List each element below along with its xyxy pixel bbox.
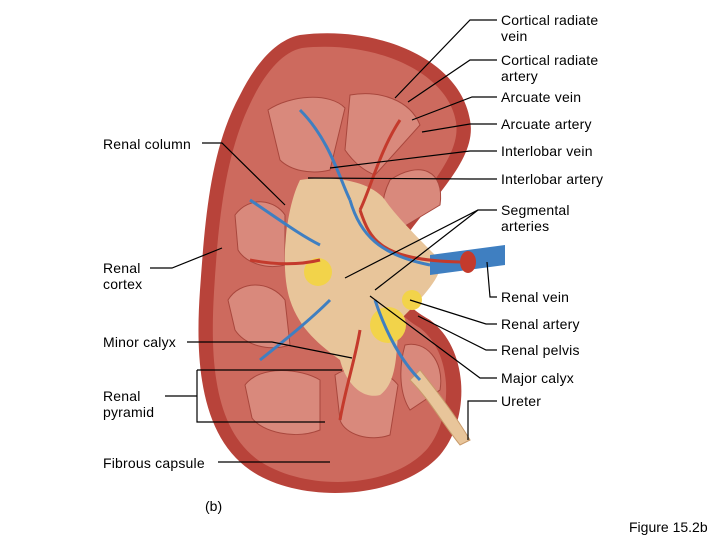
label-interlobar-artery: Interlobar artery	[501, 171, 604, 187]
leader-renal-artery	[409, 299, 497, 325]
leader-renal-pelvis	[417, 315, 497, 351]
label-renal-cortex: Renal cortex	[103, 260, 143, 292]
label-renal-column: Renal column	[103, 136, 191, 152]
label-fibrous-capsule: Fibrous capsule	[103, 455, 205, 471]
label-interlobar-vein: Interlobar vein	[501, 143, 593, 159]
label-cortical-radiate-artery: Cortical radiate artery	[501, 52, 599, 84]
leader-arcuate-vein	[411, 96, 497, 121]
label-major-calyx: Major calyx	[501, 370, 574, 386]
leader-minor-calyx	[187, 341, 353, 359]
leader-renal-vein	[486, 261, 497, 298]
label-cortical-radiate-vein: Cortical radiate vein	[501, 12, 599, 44]
leader-major-calyx	[369, 295, 497, 379]
part-label: (b)	[205, 498, 223, 514]
leader-renal-column	[202, 142, 286, 206]
renal-pelvis-shape	[284, 178, 441, 396]
leader-arcuate-artery	[421, 123, 497, 133]
label-arcuate-artery: Arcuate artery	[501, 116, 592, 132]
label-segmental-arteries: Segmental arteries	[501, 202, 570, 234]
leader-interlobar-artery	[307, 177, 497, 180]
vessels	[249, 108, 461, 421]
leader-ureter	[467, 400, 497, 440]
leader-lines	[150, 19, 497, 463]
leader-cortical-radiate-vein	[394, 19, 497, 99]
leader-segmental-arteries-2	[374, 209, 479, 291]
leader-renal-pyramid-bracket	[196, 370, 325, 423]
renal-fat	[304, 258, 422, 343]
renal-artery-shape	[460, 251, 476, 273]
label-renal-pelvis: Renal pelvis	[501, 342, 580, 358]
label-ureter: Ureter	[501, 393, 542, 409]
label-arcuate-vein: Arcuate vein	[501, 89, 582, 105]
label-renal-pyramid: Renal pyramid	[103, 388, 155, 420]
ureter-shape	[409, 369, 471, 446]
label-renal-artery: Renal artery	[501, 316, 580, 332]
leader-cortical-radiate-artery	[407, 59, 497, 103]
label-minor-calyx: Minor calyx	[103, 334, 176, 350]
figure-label: Figure 15.2b	[629, 519, 708, 535]
leader-renal-cortex	[150, 247, 223, 269]
leader-interlobar-vein	[329, 150, 497, 169]
label-renal-vein: Renal vein	[501, 289, 570, 305]
